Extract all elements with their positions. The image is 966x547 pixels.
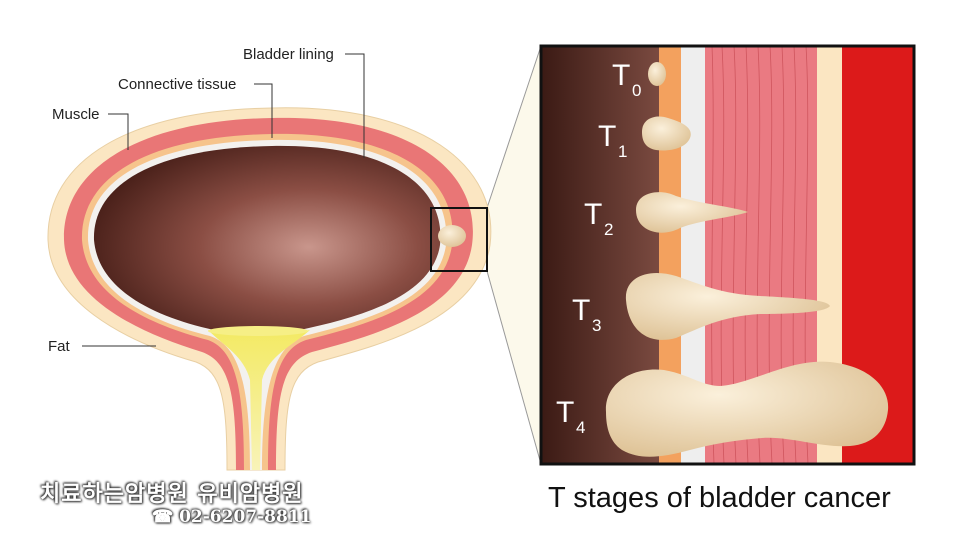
label-muscle: Muscle: [52, 106, 100, 123]
svg-text:T: T: [598, 120, 616, 153]
stage-label-t3: T 3: [572, 294, 601, 335]
tumor-t4: [605, 361, 889, 457]
svg-text:T: T: [612, 59, 630, 92]
leader-lines: [82, 53, 365, 347]
svg-text:T: T: [584, 198, 602, 231]
zoom-box: [430, 207, 488, 272]
label-connective-tissue: Connective tissue: [118, 76, 236, 93]
svg-text:4: 4: [576, 418, 585, 437]
stage-label-t1: T 1: [598, 120, 627, 161]
watermark-phone: ☎ 02-6207-8811: [152, 507, 312, 527]
wall-layers-panel: T 0 T 1 T 2 T 3 T 4: [541, 46, 914, 464]
connective-band: [659, 46, 681, 464]
tumor-t2: [636, 192, 748, 233]
urine: [208, 330, 310, 470]
svg-text:0: 0: [632, 81, 641, 100]
bladder-cross-section: [47, 107, 492, 471]
tumor-t3: [625, 273, 830, 340]
svg-text:2: 2: [604, 220, 613, 239]
tumor-t0: [648, 62, 666, 86]
diagram-caption: T stages of bladder cancer: [548, 482, 891, 514]
tumor-t1: [642, 116, 691, 151]
svg-text:3: 3: [592, 316, 601, 335]
svg-text:1: 1: [618, 142, 627, 161]
bladder-tumor: [438, 225, 466, 247]
stage-label-t2: T 2: [584, 198, 613, 239]
panel-frame: [539, 44, 916, 466]
watermark-name: 치료하는암병원 유비암병원: [40, 481, 304, 507]
bladder-cavity: [93, 145, 441, 330]
svg-text:T: T: [572, 294, 590, 327]
stage-label-t0: T 0: [612, 59, 641, 100]
label-fat: Fat: [48, 338, 71, 355]
zoom-guides: [486, 45, 542, 465]
svg-text:T: T: [556, 396, 574, 429]
stage-label-t4: T 4: [556, 396, 585, 437]
label-bladder-lining: Bladder lining: [243, 46, 334, 63]
